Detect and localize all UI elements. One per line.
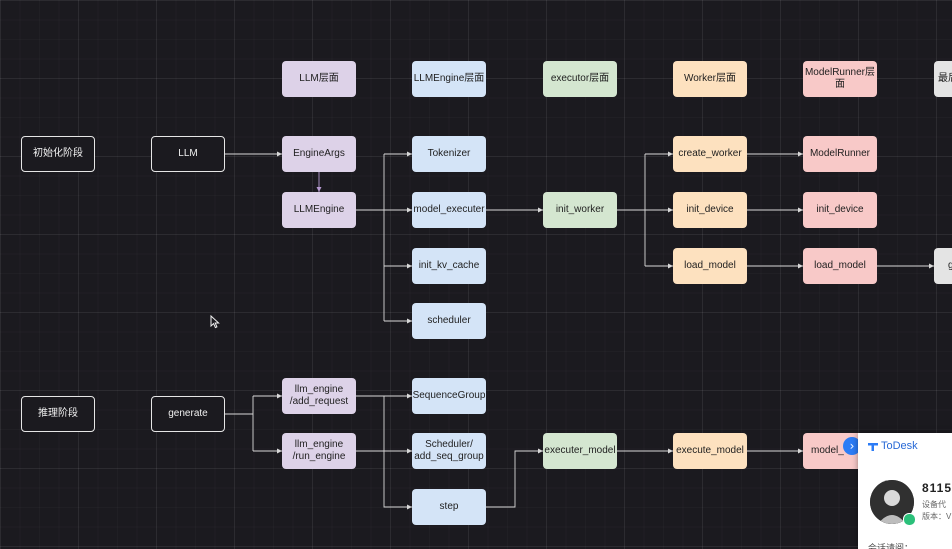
mouse-cursor-icon bbox=[210, 315, 220, 329]
node-add-request[interactable]: llm_engine /add_request bbox=[282, 378, 356, 414]
arrowhead-model-executer-to-init-worker bbox=[538, 207, 543, 213]
node-create-worker[interactable]: create_worker bbox=[673, 136, 747, 172]
node-model-runner[interactable]: ModelRunner bbox=[803, 136, 877, 172]
session-hint: 会话请阅： bbox=[868, 543, 914, 549]
todesk-brand: ToDesk bbox=[868, 440, 918, 452]
arrowhead-load-model-runner-to-last bbox=[929, 263, 934, 269]
arrowhead-add-request-to-sequence-group bbox=[407, 393, 412, 399]
header-worker-layer[interactable]: Worker层面 bbox=[673, 61, 747, 97]
todesk-panel[interactable]: ToDesk 8115 设备代 版本：V 会话请阅： bbox=[858, 433, 952, 549]
node-init-kv-cache[interactable]: init_kv_cache bbox=[412, 248, 486, 284]
arrowhead-to-model-executer bbox=[407, 207, 412, 213]
header-llmengine-layer[interactable]: LLMEngine层面 bbox=[412, 61, 486, 97]
arrowhead-create-worker-to-model-runner bbox=[798, 151, 803, 157]
header-last-layer[interactable]: 最后 bbox=[934, 61, 952, 97]
device-code-label: 设备代 bbox=[922, 500, 946, 509]
header-llm-layer[interactable]: LLM层面 bbox=[282, 61, 356, 97]
node-partial-last[interactable]: g bbox=[934, 248, 952, 284]
arrowhead-to-init-device-worker bbox=[668, 207, 673, 213]
phase-inference[interactable]: 推理阶段 bbox=[21, 396, 95, 432]
chevron-right-icon[interactable]: › bbox=[843, 437, 861, 455]
node-add-seq-group[interactable]: Scheduler/ add_seq_group bbox=[412, 433, 486, 469]
arrowhead-executer-model-to-execute-model bbox=[668, 448, 673, 454]
node-tokenizer[interactable]: Tokenizer bbox=[412, 136, 486, 172]
connector-run-engine-to-step bbox=[356, 450, 412, 508]
phase-init[interactable]: 初始化阶段 bbox=[21, 136, 95, 172]
device-code: 8115 bbox=[922, 481, 952, 495]
arrowhead-engine-args-to-llm-engine bbox=[316, 187, 322, 192]
arrowhead-execute-model-to-model-runner bbox=[798, 448, 803, 454]
arrowhead-load-model-worker-to-runner bbox=[798, 263, 803, 269]
version-label: 版本：V bbox=[922, 512, 952, 521]
arrowhead-to-tokenizer bbox=[407, 151, 412, 157]
arrowhead-init-device-worker-to-runner bbox=[798, 207, 803, 213]
arrowhead-to-run-engine bbox=[277, 448, 282, 454]
node-init-worker[interactable]: init_worker bbox=[543, 192, 617, 228]
connector-add-request-to-add-seq-group bbox=[383, 396, 412, 452]
arrowhead-add-request-to-add-seq-group bbox=[407, 448, 412, 454]
node-model-executer[interactable]: model_executer bbox=[412, 192, 486, 228]
online-status-icon bbox=[903, 513, 916, 526]
node-execute-model[interactable]: execute_model bbox=[673, 433, 747, 469]
arrowhead-run-engine-to-step bbox=[407, 504, 412, 510]
node-engine-args[interactable]: EngineArgs bbox=[282, 136, 356, 172]
node-executer-model[interactable]: executer_model bbox=[543, 433, 617, 469]
arrowhead-to-add-request bbox=[277, 393, 282, 399]
node-sequence-group[interactable]: SequenceGroup bbox=[412, 378, 486, 414]
arrowhead-to-load-model-worker bbox=[668, 263, 673, 269]
node-step[interactable]: step bbox=[412, 489, 486, 525]
node-init-device-worker[interactable]: init_device bbox=[673, 192, 747, 228]
node-load-model-worker[interactable]: load_model bbox=[673, 248, 747, 284]
node-init-device-runner[interactable]: init_device bbox=[803, 192, 877, 228]
node-scheduler[interactable]: scheduler bbox=[412, 303, 486, 339]
connector-step-to-executer-model bbox=[486, 450, 543, 508]
arrowhead-to-create-worker bbox=[668, 151, 673, 157]
arrowhead-to-init-kv-cache bbox=[407, 263, 412, 269]
todesk-brand-text: ToDesk bbox=[881, 440, 918, 452]
header-modelrunner-layer[interactable]: ModelRunner层面 bbox=[803, 61, 877, 97]
node-llm[interactable]: LLM bbox=[151, 136, 225, 172]
node-llm-engine[interactable]: LLMEngine bbox=[282, 192, 356, 228]
node-load-model-runner[interactable]: load_model bbox=[803, 248, 877, 284]
arrowhead-step-to-executer-model bbox=[538, 448, 543, 454]
header-executor-layer[interactable]: executor层面 bbox=[543, 61, 617, 97]
arrowhead-llm-to-engine-args bbox=[277, 151, 282, 157]
node-generate[interactable]: generate bbox=[151, 396, 225, 432]
arrowhead-to-scheduler bbox=[407, 318, 412, 324]
node-run-engine[interactable]: llm_engine /run_engine bbox=[282, 433, 356, 469]
todesk-logo-icon bbox=[868, 443, 878, 451]
